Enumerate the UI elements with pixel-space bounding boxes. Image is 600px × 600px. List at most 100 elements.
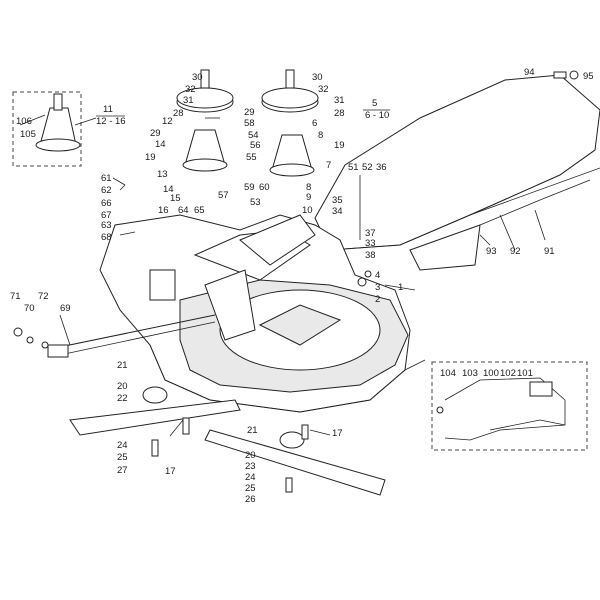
callout-24-left: 24 (117, 440, 128, 451)
spindle-inset-left (35, 93, 81, 152)
inset-right-ref-b: 6 - 10 (365, 110, 389, 121)
callout-33: 33 (365, 238, 376, 249)
hardware-pieces (13, 70, 579, 493)
callout-66: 66 (101, 198, 112, 209)
callout-20-left: 20 (117, 381, 128, 392)
callout-13: 13 (157, 169, 168, 180)
callout-57: 57 (218, 190, 229, 201)
callout-16: 16 (158, 205, 169, 216)
callout-19-left: 19 (145, 152, 156, 163)
spindle-left-assembly (176, 69, 234, 172)
accessory-inset-frame (431, 361, 588, 451)
callout-103: 103 (462, 368, 478, 379)
callout-22: 22 (117, 393, 128, 404)
callout-25-left: 25 (117, 452, 128, 463)
callout-104: 104 (440, 368, 456, 379)
callout-15: 15 (170, 193, 181, 204)
callout-25-right: 25 (245, 483, 256, 494)
callout-19-right: 19 (334, 140, 345, 151)
callout-32-left: 32 (185, 84, 196, 95)
callout-92: 92 (510, 246, 521, 257)
mower-deck (99, 214, 426, 413)
callout-labels: 30 32 31 28 12 29 14 19 13 14 15 16 64 6… (10, 67, 594, 505)
callout-70: 70 (24, 303, 35, 314)
callout-28-left: 28 (173, 108, 184, 119)
callout-3: 3 (375, 282, 380, 293)
callout-91: 91 (544, 246, 555, 257)
callout-34: 34 (332, 206, 343, 217)
callout-29-left: 29 (150, 128, 161, 139)
callout-102: 102 (500, 368, 516, 379)
callout-29-right: 29 (244, 107, 255, 118)
callout-54: 54 (248, 130, 259, 141)
callout-100: 100 (483, 368, 499, 379)
callout-4: 4 (375, 270, 380, 281)
callout-105: 105 (20, 129, 36, 140)
callout-56: 56 (250, 140, 261, 151)
inset-left-ref-a: 11 (103, 104, 113, 115)
callout-21-right: 21 (247, 425, 258, 436)
callout-23: 23 (245, 461, 256, 472)
callout-93: 93 (486, 246, 497, 257)
callout-58: 58 (244, 118, 255, 129)
spindle-inset-left-frame (12, 91, 82, 167)
callout-59: 59 (244, 182, 255, 193)
callout-71: 71 (10, 291, 21, 302)
callout-14-upper: 14 (155, 139, 166, 150)
callout-26: 26 (245, 494, 256, 505)
callout-24-right: 24 (245, 472, 256, 483)
callout-17-right: 17 (332, 428, 343, 439)
callout-1: 1 (398, 282, 403, 293)
callout-8-upper: 8 (318, 130, 323, 141)
callout-72: 72 (38, 291, 49, 302)
mulch-kit-drawing (436, 377, 566, 441)
callout-64: 64 (178, 205, 189, 216)
callout-31-right: 31 (334, 95, 345, 106)
callout-60: 60 (259, 182, 270, 193)
callout-53: 53 (250, 197, 261, 208)
callout-7: 7 (326, 160, 331, 171)
callout-65: 65 (194, 205, 205, 216)
callout-27: 27 (117, 465, 128, 476)
callout-37: 37 (365, 228, 376, 239)
callout-69: 69 (60, 303, 71, 314)
deck-cover (314, 74, 600, 271)
callout-51: 51 (348, 162, 359, 173)
callout-28-right: 28 (334, 108, 345, 119)
callout-14-lower: 14 (163, 184, 174, 195)
callout-63: 63 (101, 220, 112, 231)
callout-10: 10 (302, 205, 313, 216)
callout-36: 36 (376, 162, 387, 173)
callout-95: 95 (583, 71, 594, 82)
callout-106: 106 (16, 116, 32, 127)
callout-61: 61 (101, 173, 112, 184)
callout-21-left: 21 (117, 360, 128, 371)
callout-62: 62 (101, 185, 112, 196)
callout-6: 6 (312, 118, 317, 129)
callout-8-lower: 8 (306, 182, 311, 193)
callout-35: 35 (332, 195, 343, 206)
callout-30-left: 30 (192, 72, 203, 83)
callout-12: 12 (162, 116, 173, 127)
callout-67: 67 (101, 210, 112, 221)
callout-101: 101 (517, 368, 533, 379)
tow-bar (47, 314, 216, 358)
callout-94: 94 (524, 67, 535, 78)
inset-right-ref-a: 5 (372, 98, 377, 109)
blade-right (204, 429, 386, 496)
callout-2: 2 (375, 294, 380, 305)
callout-55: 55 (246, 152, 257, 163)
callout-20-right: 20 (245, 450, 256, 461)
callout-9: 9 (306, 192, 311, 203)
callout-68: 68 (101, 232, 112, 243)
callout-38: 38 (365, 250, 376, 261)
blade-left (69, 386, 241, 436)
callout-17-left: 17 (165, 466, 176, 477)
inset-left-ref-b: 12 - 16 (96, 116, 126, 127)
callout-31-left: 31 (183, 95, 194, 106)
callout-52: 52 (362, 162, 373, 173)
spindle-right-assembly (261, 69, 319, 177)
callout-32-right: 32 (318, 84, 329, 95)
